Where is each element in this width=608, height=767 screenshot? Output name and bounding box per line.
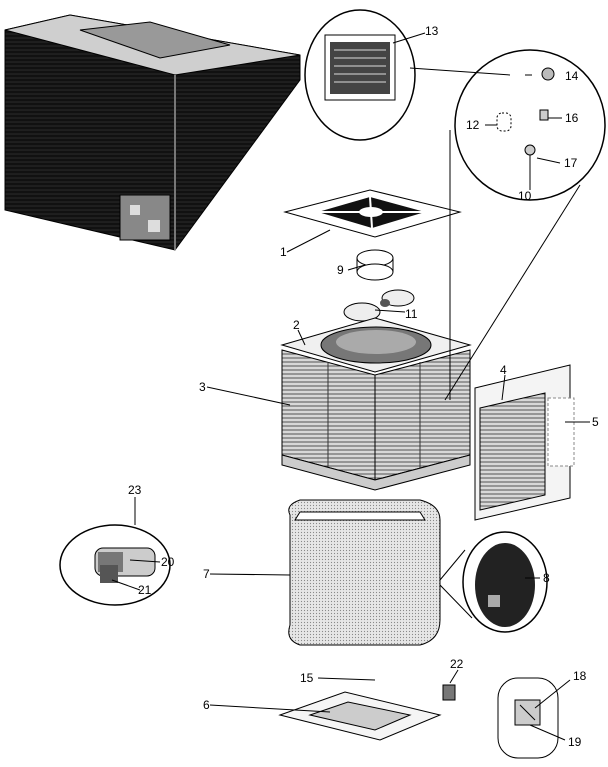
fan-motor [356,249,394,281]
callout-12: 12 [466,118,480,132]
callout-17: 17 [564,156,578,170]
service-valve [442,684,456,701]
callout-3: 3 [199,380,206,394]
crankcase-heater-detail [497,677,559,759]
access-panel [474,364,571,521]
callout-20: 20 [161,555,175,569]
callout-5: 5 [592,415,599,429]
filter-drier-detail [59,524,171,606]
callout-10: 10 [518,189,532,203]
controls-detail [409,49,606,201]
leader-lines [111,32,590,741]
compressor [439,531,548,633]
fan-grille [283,189,462,238]
callout-1: 1 [280,245,287,259]
callout-7: 7 [203,567,210,581]
callout-14: 14 [565,69,579,83]
control-board-detail [304,9,416,141]
side-panels [281,349,471,491]
callout-11: 11 [405,307,418,321]
callout-22: 22 [450,657,464,671]
callout-9: 9 [337,263,344,277]
callout-18: 18 [573,669,587,683]
callout-23: 23 [128,483,142,497]
callout-2: 2 [293,318,300,332]
condenser-coil [288,499,441,646]
callout-21: 21 [138,583,152,597]
control-box-cover [547,397,575,467]
callout-15: 15 [300,671,314,685]
callout-19: 19 [568,735,582,749]
base-pan [278,691,442,741]
fan-blade [343,289,415,322]
callout-13: 13 [425,24,439,38]
top-panel [280,317,472,373]
callout-6: 6 [203,698,210,712]
callout-16: 16 [565,111,579,125]
callouts: 1 2 3 4 5 6 7 8 9 10 11 12 13 14 15 16 1… [128,24,599,749]
assembled-unit [4,14,301,251]
callout-4: 4 [500,363,507,377]
callout-8: 8 [543,571,550,585]
